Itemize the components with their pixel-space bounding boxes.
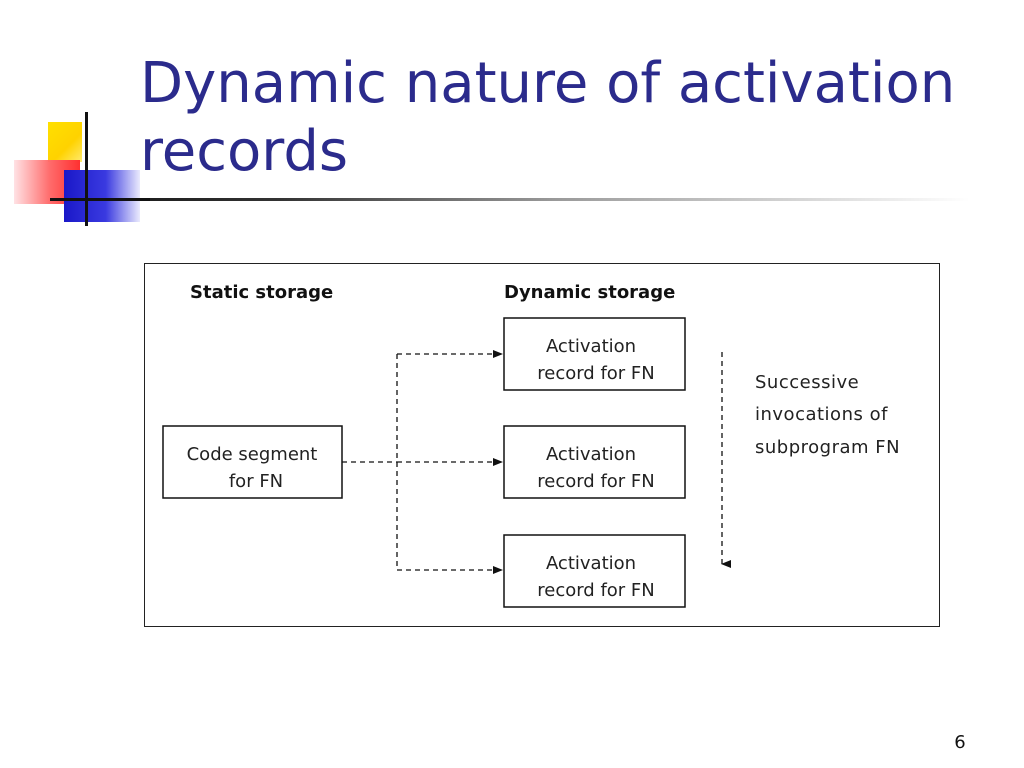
activation-record-1-line2: record for FN	[537, 363, 655, 384]
diagram-svg: Static storage Dynamic storage Code segm…	[162, 282, 900, 608]
activation-record-3-line1: Activation	[546, 553, 636, 574]
note-line1: Successive	[755, 372, 859, 393]
code-segment-line1: Code segment	[187, 444, 318, 465]
static-storage-heading: Static storage	[190, 282, 333, 303]
page-number: 6	[954, 732, 966, 753]
activation-record-1-line1: Activation	[546, 336, 636, 357]
connector-lines	[342, 350, 731, 574]
logo-yellow-square	[48, 122, 82, 162]
activation-record-box-3: Activation record for FN	[503, 534, 686, 608]
slide-title: Dynamic nature of activation records	[140, 51, 956, 184]
logo-horizontal-line	[50, 198, 150, 201]
diagram-figure: Static storage Dynamic storage Code segm…	[144, 263, 940, 627]
logo-blue-square	[64, 170, 140, 222]
dynamic-storage-heading: Dynamic storage	[504, 282, 675, 303]
note-line2: invocations of	[755, 404, 888, 425]
code-segment-line2: for FN	[229, 471, 283, 492]
activation-record-2-line1: Activation	[546, 444, 636, 465]
activation-record-2-line2: record for FN	[537, 471, 655, 492]
slide-corner-logo	[0, 0, 150, 240]
activation-record-3-line2: record for FN	[537, 580, 655, 601]
activation-record-box-1: Activation record for FN	[503, 317, 686, 391]
title-underline	[50, 198, 970, 201]
activation-record-box-2: Activation record for FN	[503, 425, 686, 499]
code-segment-box: Code segment for FN	[162, 425, 343, 499]
logo-vertical-line	[85, 112, 88, 226]
note-line3: subprogram FN	[755, 437, 900, 458]
